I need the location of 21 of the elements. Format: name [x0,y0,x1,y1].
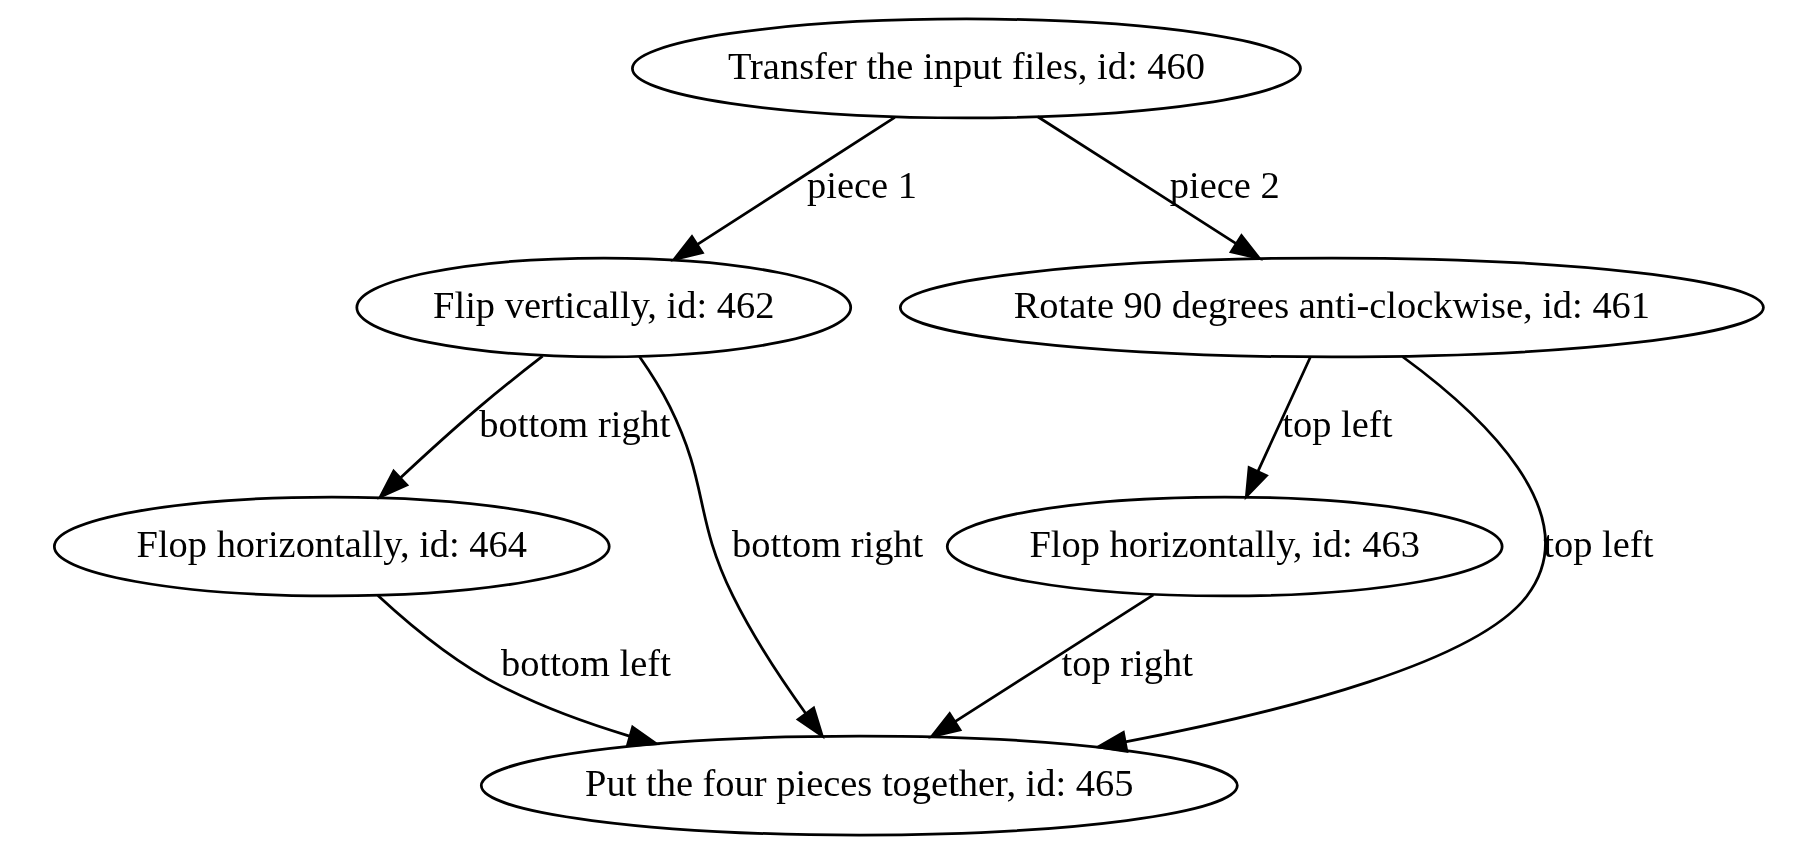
edge-label: top right [1060,642,1193,685]
node-ellipse: Flip vertically, id: 462 [354,256,852,359]
node-ellipse: Transfer the input files, id: 460 [630,17,1302,120]
arrow [1093,355,1546,753]
arrow [1244,356,1311,501]
edge-label: piece 1 [806,164,917,207]
node-ellipse: Flop horizontally, id: 464 [52,495,611,598]
edge-label: bottom left [500,642,671,685]
node-ellipse: Rotate 90 degrees anti-clockwise, id: 461 [898,256,1765,359]
arrow [376,594,660,747]
arrow [1036,115,1263,261]
edge-label: bottom right [731,522,923,565]
node-ellipse: Put the four pieces together, id: 465 [479,734,1239,837]
node-ellipse: Flop horizontally, id: 463 [945,495,1504,598]
arrow [637,355,825,740]
arrow [376,355,543,500]
edge-label: bottom right [478,403,671,446]
arrow [670,116,896,262]
arrow [927,593,1154,739]
edge-label: piece 2 [1169,164,1280,207]
edge-label: top left [1281,403,1392,446]
